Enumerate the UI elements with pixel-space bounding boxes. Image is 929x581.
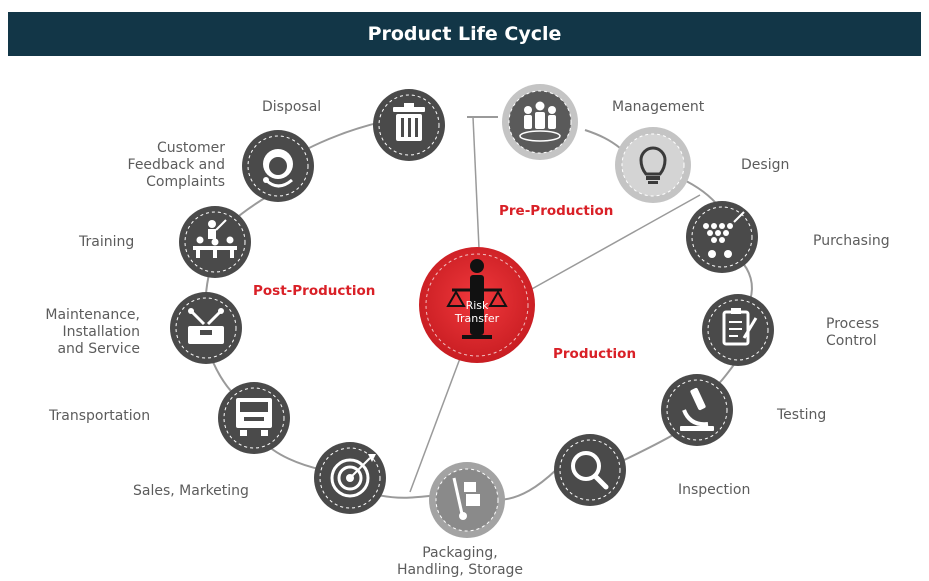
maintenance-line: Installation (62, 324, 140, 340)
disposal-circle[interactable] (373, 89, 445, 161)
risk-transfer-line1: Risk (465, 299, 489, 312)
transportation-label: Transportation (49, 408, 151, 424)
target-icon (330, 454, 376, 498)
sales-marketing-label: Sales, Marketing (133, 483, 249, 499)
training-circle[interactable] (179, 206, 251, 278)
maintenance-circle[interactable] (170, 292, 242, 364)
process-control-line: Control (826, 333, 877, 349)
people-group-icon (519, 101, 561, 142)
management-circle[interactable] (502, 84, 578, 160)
customer-feedback-line: Complaints (146, 174, 225, 190)
purchasing-circle[interactable] (686, 201, 758, 273)
magnifier-icon (571, 451, 609, 490)
customer-feedback-line: Feedback and (127, 157, 225, 173)
disposal-label: Disposal (262, 99, 322, 115)
production-label: Production (553, 346, 637, 362)
hand-truck-icon (452, 477, 480, 520)
management-label: Management (612, 99, 705, 115)
risk-transfer-spokes (409, 116, 701, 493)
customer-feedback-circle[interactable] (242, 130, 314, 202)
inspection-circle[interactable] (554, 434, 626, 506)
classroom-icon (193, 219, 237, 258)
clipboard-icon (722, 308, 758, 346)
design-circle[interactable] (615, 127, 691, 203)
transportation-circle[interactable] (218, 382, 290, 454)
customer-feedback-line: Customer (156, 140, 225, 156)
maintenance-line: Maintenance, (45, 307, 140, 323)
scales-person-icon (446, 259, 508, 339)
sales-marketing-circle[interactable] (314, 442, 386, 514)
inspection-label: Inspection (678, 482, 751, 498)
title-bar: Product Life Cycle (8, 12, 921, 56)
packaging-line: Packaging, (422, 545, 498, 561)
maintenance-line: and Service (57, 341, 140, 357)
microscope-icon (680, 387, 714, 431)
packaging-label: Packaging, Handling, Storage (360, 545, 560, 579)
headset-person-icon (263, 149, 293, 188)
truck-icon (236, 398, 272, 436)
risk-transfer-label: Risk Transfer (447, 299, 507, 325)
packaging-circle[interactable] (429, 462, 505, 538)
testing-label: Testing (777, 407, 827, 423)
lightbulb-icon (639, 146, 667, 184)
testing-circle[interactable] (661, 374, 733, 446)
maintenance-label: Maintenance, Installation and Service (8, 307, 140, 358)
risk-transfer-line2: Transfer (454, 312, 500, 325)
process-control-line: Process (826, 316, 880, 332)
design-label: Design (741, 157, 790, 173)
process-control-circle[interactable] (702, 294, 774, 366)
process-control-label: Process Control (826, 316, 879, 350)
packaging-line: Handling, Storage (396, 562, 524, 578)
purchasing-label: Purchasing (813, 233, 890, 249)
customer-feedback-label: Customer Feedback and Complaints (80, 140, 225, 191)
training-label: Training (79, 234, 135, 250)
risk-transfer-circle[interactable] (419, 247, 535, 363)
shopping-cart-icon (703, 211, 745, 258)
page-title: Product Life Cycle (367, 23, 562, 45)
toolbox-icon (188, 308, 224, 344)
trash-icon (393, 103, 425, 141)
pre-production-label: Pre-Production (499, 203, 614, 219)
post-production-label: Post-Production (253, 283, 376, 299)
